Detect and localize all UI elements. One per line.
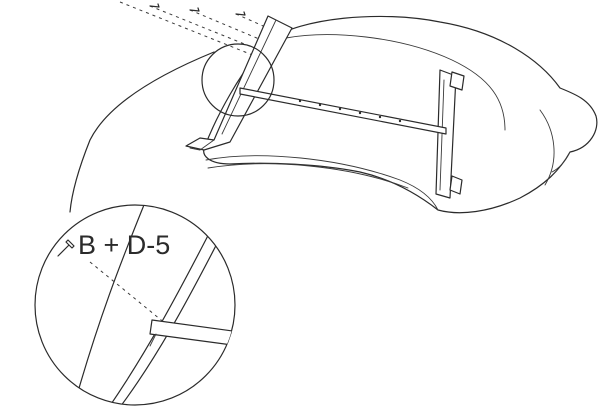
detail-focus-circle — [201, 43, 275, 117]
seat-cushion — [203, 15, 598, 214]
magnified-detail: B + D-5 — [34, 204, 236, 406]
pin-screw-icon — [57, 239, 75, 257]
cushion-right-lobe-edge — [551, 151, 571, 173]
cushion-right-lobe — [539, 109, 555, 186]
cushion-front-curve-inner — [207, 163, 409, 189]
cushion-seam-top — [285, 34, 506, 131]
magnifier-circle — [34, 204, 236, 406]
cushion-front-curve — [205, 155, 439, 211]
frame-bracket-right — [435, 69, 465, 199]
zoom-rail-end — [149, 333, 157, 347]
cross-rail-bar — [239, 87, 447, 135]
callout-label: B + D-5 — [78, 230, 170, 260]
bracket-right-tab-bottom — [449, 175, 463, 195]
bracket-right-tab-top — [449, 71, 465, 91]
zoom-rail — [149, 319, 235, 347]
magnified-contents — [69, 205, 235, 405]
cross-rail — [239, 87, 447, 135]
zoom-cushion-edge — [69, 205, 151, 405]
cushion-outline — [203, 15, 598, 214]
zoom-frame-inner — [109, 233, 223, 405]
bracket-left-body — [185, 15, 293, 151]
zoom-guide-line — [89, 261, 167, 325]
pin-arrow-1 — [149, 3, 160, 8]
bracket-left-foot — [189, 139, 215, 151]
pin-arrow-3 — [235, 11, 246, 16]
callout-leader — [69, 51, 215, 213]
zoom-frame-outer — [99, 223, 215, 405]
bracket-right-edge — [439, 79, 445, 191]
pin-arrow-2 — [189, 7, 200, 12]
rail-holes — [298, 99, 402, 123]
